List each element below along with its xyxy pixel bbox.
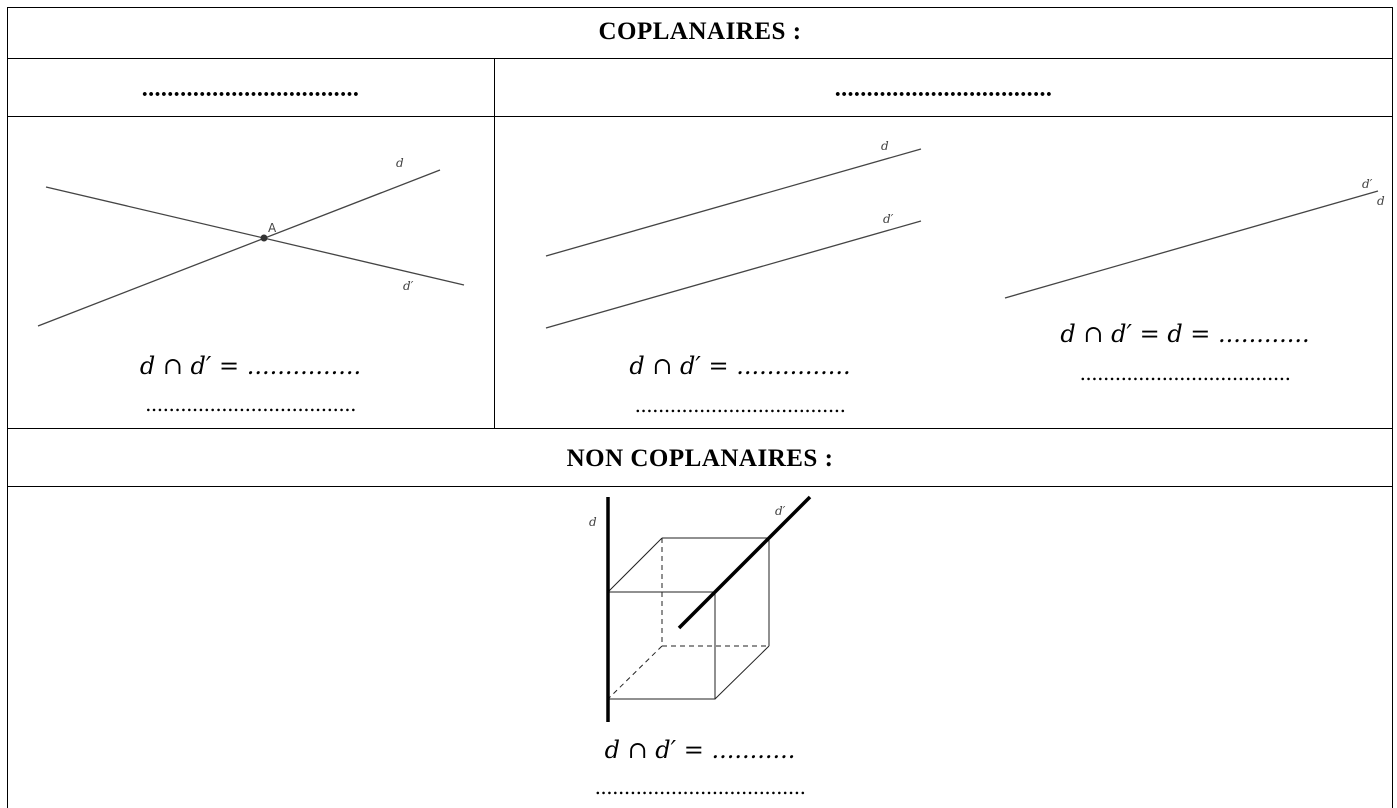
line-d-parallele	[545, 148, 922, 257]
secantes-category-blank: ..................................	[141, 76, 360, 102]
confondues-intersection-formula: d ∩ d′ = d = ............	[1060, 320, 1310, 348]
table-row-divider-4	[7, 486, 1393, 487]
line-d-label-secante: d	[396, 156, 404, 170]
table-row-divider-3	[7, 428, 1393, 429]
confondues-answer-blank: ....................................	[1079, 361, 1291, 385]
table-left-border	[7, 7, 8, 808]
cube-edge	[714, 645, 770, 700]
coplanaires-heading: COPLANAIRES :	[598, 18, 802, 45]
table-column-divider	[494, 58, 495, 429]
table-row-divider-2	[7, 116, 1393, 117]
line-d-secante	[37, 169, 441, 327]
line-dprime-secante	[45, 186, 465, 286]
line-dprime-non-coplanaire	[677, 495, 812, 630]
non-coplanaires-intersection-formula: d ∩ d′ = ...........	[604, 736, 796, 764]
line-dprime-label-secante: d′	[403, 279, 414, 293]
cube-edge	[607, 537, 663, 593]
cube-hidden-edge	[607, 645, 663, 700]
intersection-point-a	[260, 234, 268, 242]
non-coplanaires-heading: NON COPLANAIRES :	[566, 445, 834, 472]
secantes-answer-blank: ....................................	[145, 392, 356, 416]
line-dprime-label-confondues: d′	[1362, 177, 1373, 191]
paralleles-answer-blank: ....................................	[634, 393, 846, 417]
paralleles-intersection-formula: d ∩ d′ = ...............	[629, 352, 851, 380]
line-dprime-label-parallele: d′	[883, 212, 894, 226]
table-right-border	[1392, 7, 1393, 808]
secantes-intersection-formula: d ∩ d′ = ...............	[139, 352, 362, 380]
line-dprime-parallele	[545, 220, 922, 329]
line-d-label-non-coplanaire: d	[589, 515, 597, 529]
table-top-border	[7, 7, 1393, 8]
line-d-label-confondues: d	[1377, 194, 1385, 208]
line-confondues	[1004, 190, 1379, 299]
line-d-label-parallele: d	[881, 139, 889, 153]
line-dprime-label-non-coplanaire: d′	[775, 504, 786, 518]
table-row-divider-1	[7, 58, 1393, 59]
paralleles-category-blank: ..................................	[834, 76, 1053, 102]
point-a-label: A	[268, 221, 277, 235]
non-coplanaires-answer-blank: ....................................	[594, 775, 806, 799]
